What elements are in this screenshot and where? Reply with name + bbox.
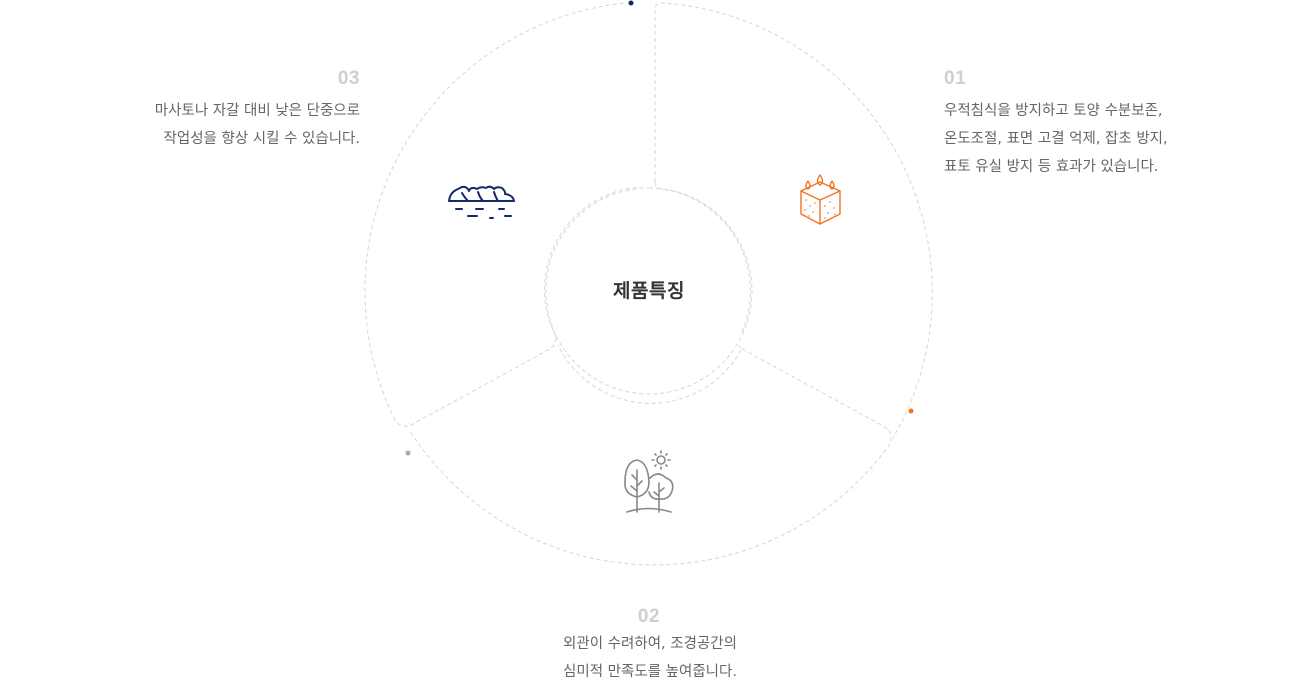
feature-02-line: 심미적 만족도를 높여줍니다.	[563, 664, 737, 680]
center-circle-outline	[545, 187, 753, 395]
trees-sun-icon	[624, 450, 674, 513]
feature-number-01: 01	[944, 68, 967, 89]
soil-water-drops-icon	[800, 174, 841, 225]
segment-outline-03-inner	[544, 186, 641, 338]
dot-01	[908, 408, 914, 414]
segment-outline-01	[654, 2, 933, 439]
segment-outline-01-inner	[654, 181, 751, 335]
feature-number-02: 02	[637, 606, 661, 627]
feature-03-line: 작업성을 향상 시킬 수 있습니다.	[163, 131, 360, 147]
segment-outline-02-inner	[557, 344, 742, 404]
segment-outline-03	[364, 2, 626, 421]
feature-02-line: 외관이 수려하여, 조경공간의	[563, 636, 737, 652]
dot-03	[628, 0, 634, 6]
feature-description-02: 외관이 수려하여, 조경공간의 심미적 만족도를 높여줍니다.	[0, 630, 1300, 686]
feature-description-01: 우적침식을 방지하고 토양 수분보존, 온도조절, 표면 고결 억제, 잡초 방…	[944, 97, 1168, 181]
feature-01-line: 우적침식을 방지하고 토양 수분보존,	[944, 103, 1163, 119]
feature-01-line: 온도조절, 표면 고결 억제, 잡초 방지,	[944, 131, 1168, 147]
feature-number-03: 03	[337, 68, 360, 89]
dot-02	[405, 450, 411, 456]
center-title: 제품특징	[613, 280, 685, 302]
segment-divider-01-02	[738, 345, 892, 445]
segment-outline-02	[409, 430, 891, 566]
feature-description-03: 마사토나 자갈 대비 낮은 단중으로 작업성을 향상 시킬 수 있습니다.	[155, 97, 360, 153]
segment-divider-02-03	[394, 337, 557, 427]
feature-01-line: 표토 유실 방지 등 효과가 있습니다.	[944, 159, 1159, 175]
stones-icon	[448, 185, 515, 219]
feature-03-line: 마사토나 자갈 대비 낮은 단중으로	[154, 103, 360, 119]
